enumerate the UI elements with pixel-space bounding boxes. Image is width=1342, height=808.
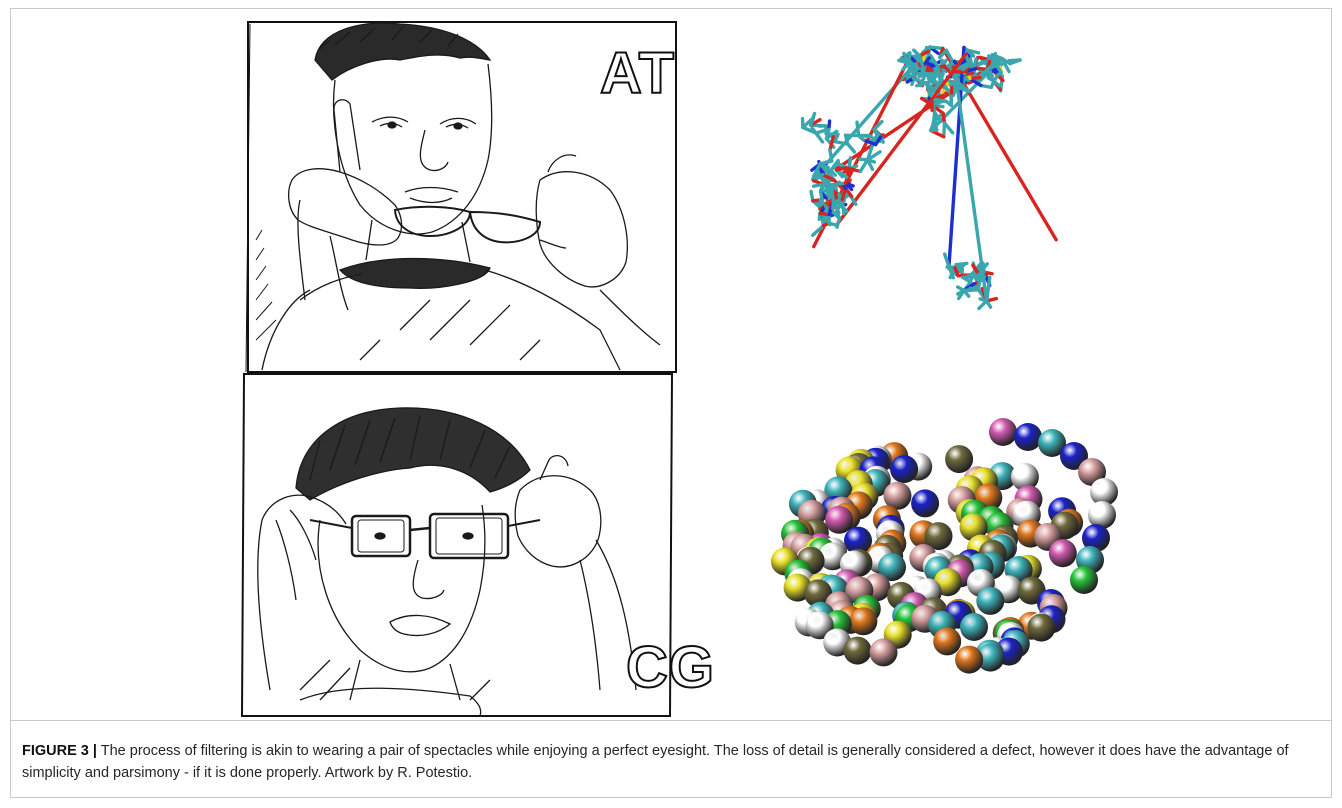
cg-bead — [1027, 614, 1055, 642]
cg-bead — [955, 646, 983, 674]
figure-caption-text: The process of filtering is akin to wear… — [22, 743, 1289, 781]
cg-bead — [844, 637, 872, 665]
cg-bead — [825, 506, 853, 534]
figure-caption: FIGURE 3 | The process of filtering is a… — [22, 740, 1318, 784]
bead-chain — [771, 418, 1118, 674]
cg-bead — [849, 607, 877, 635]
cg-bead — [933, 627, 961, 655]
cg-bead — [890, 455, 918, 483]
cg-bead — [960, 613, 988, 641]
cg-bead — [870, 638, 898, 666]
caption-divider — [10, 720, 1332, 721]
cg-bead — [1070, 566, 1098, 594]
figure-label: FIGURE 3 | — [22, 743, 97, 759]
cg-bead — [911, 489, 939, 517]
cg-bead — [1049, 539, 1077, 567]
cg-bead — [1014, 423, 1042, 451]
cg-bead — [976, 587, 1004, 615]
cg-bead — [945, 445, 973, 473]
cg-bead — [989, 418, 1017, 446]
